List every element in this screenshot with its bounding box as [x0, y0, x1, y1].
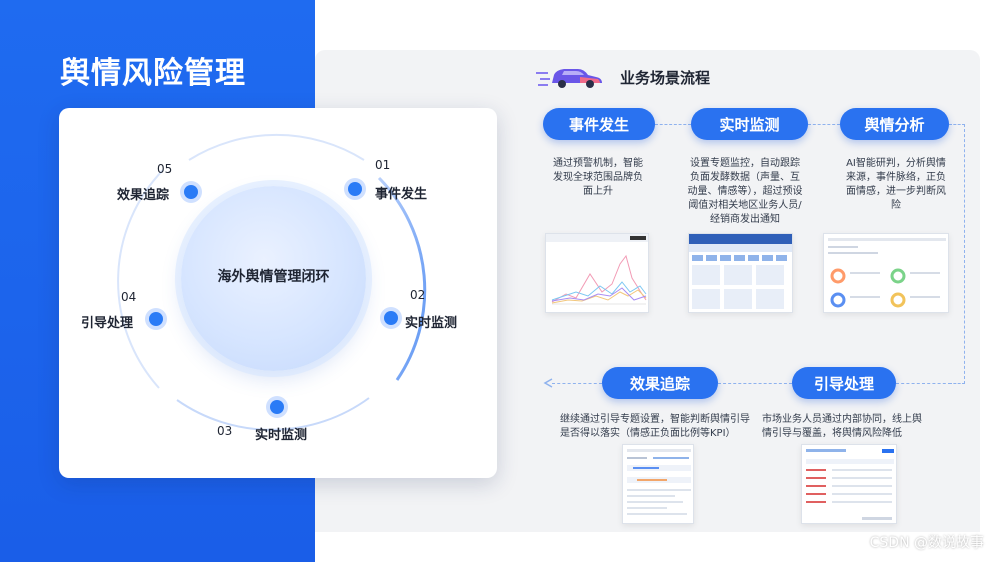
line-chart-screenshot	[545, 233, 649, 313]
step-number: 01	[375, 158, 390, 172]
step-label: 事件发生	[375, 183, 427, 202]
stage-desc: 继续通过引导专题设置，智能判断舆情引导是否得以落实（情感正负面比例等KPI）	[560, 413, 755, 441]
guidance-screenshot	[801, 444, 897, 524]
dot-icon	[270, 400, 284, 414]
stage-desc: 通过预警机制，智能发现全球范围品牌负面上升	[553, 157, 643, 199]
step-label: 实时监测	[405, 312, 457, 331]
stage-desc: 市场业务人员通过内部协同，线上舆情引导与覆盖，将舆情风险降低	[762, 413, 922, 441]
connector	[552, 383, 602, 384]
dashboard-screenshot	[688, 233, 793, 313]
analysis-screenshot	[823, 233, 949, 313]
center-label: 海外舆情管理闭环	[181, 266, 366, 286]
connector	[718, 383, 792, 384]
dot-icon	[348, 182, 362, 196]
step-number: 04	[121, 290, 136, 304]
connector	[949, 124, 965, 384]
stage-pill-analysis: 舆情分析	[840, 108, 949, 140]
stage-desc: AI智能研判，分析舆情来源，事件脉络，正负面情感，进一步判断风险	[843, 157, 949, 213]
stage-pill-tracking: 效果追踪	[602, 367, 718, 399]
page-title: 舆情风险管理	[60, 48, 246, 92]
connector	[808, 124, 840, 125]
arc-top	[189, 135, 364, 160]
step-number: 03	[217, 424, 232, 438]
step-label: 效果追踪	[117, 184, 169, 203]
dot-icon	[384, 311, 398, 325]
dot-icon	[149, 312, 163, 326]
flow-title: 业务场景流程	[620, 67, 710, 88]
loop-card: 海外舆情管理闭环 01 事件发生 02 实时监测 03 实时监测 04 引导处理…	[59, 108, 497, 478]
arrow-left-icon	[543, 378, 553, 388]
stage-pill-guidance: 引导处理	[792, 367, 896, 399]
step-label: 实时监测	[255, 424, 307, 443]
connector	[896, 383, 951, 384]
tracking-screenshot	[622, 444, 694, 524]
connector	[655, 124, 691, 125]
stage-pill-monitor: 实时监测	[691, 108, 808, 140]
step-number: 05	[157, 162, 172, 176]
step-label: 引导处理	[81, 312, 133, 331]
car-icon	[536, 64, 606, 90]
dot-icon	[184, 185, 198, 199]
step-number: 02	[410, 288, 425, 302]
arc-right	[379, 178, 425, 380]
stage-desc: 设置专题监控，自动跟踪负面发酵数据（声量、互动量、情感等），超过预设阈值对相关地…	[686, 157, 804, 227]
stage-pill-event: 事件发生	[543, 108, 655, 140]
watermark: CSDN @数说故事	[870, 532, 984, 552]
